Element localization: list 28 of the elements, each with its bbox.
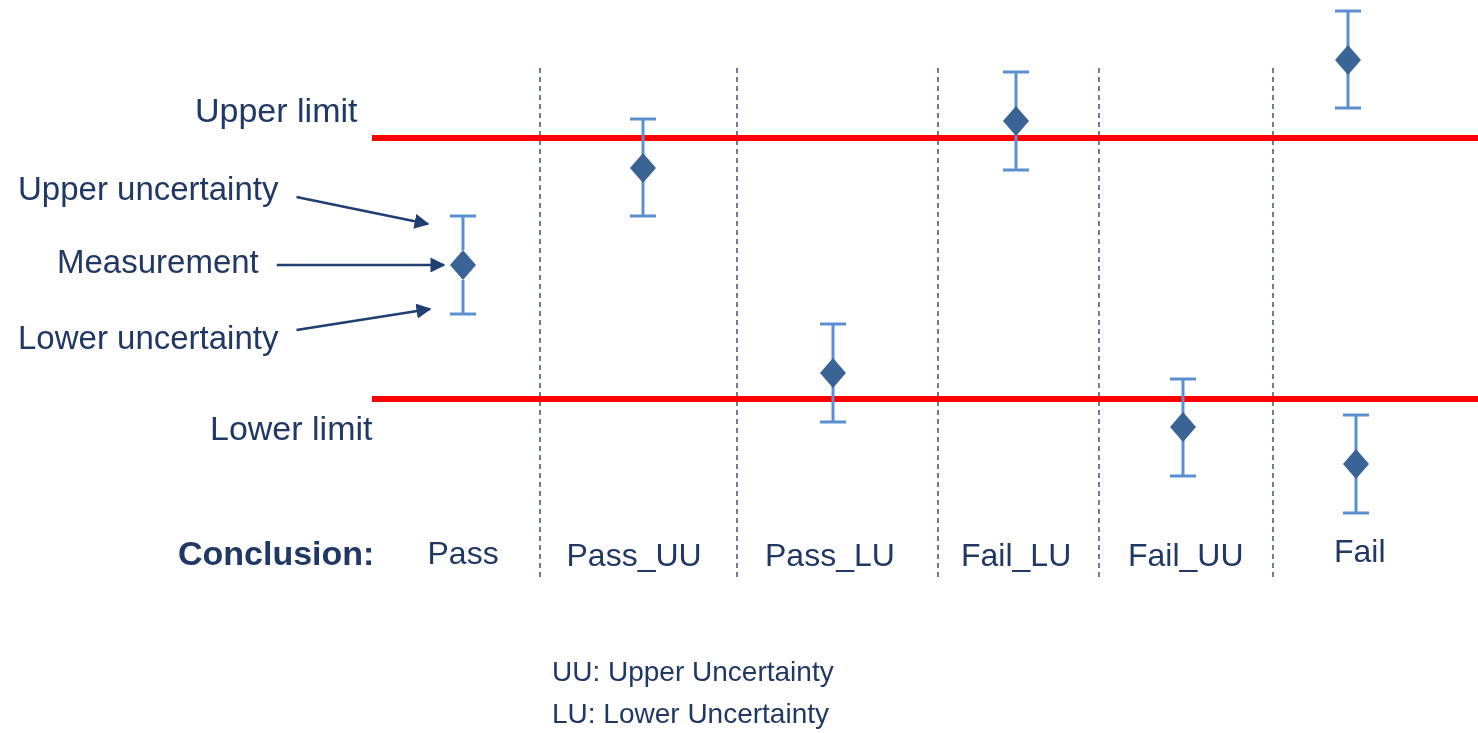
- limit-label: Lower limit: [210, 408, 373, 448]
- conclusion-label: Fail_LU: [961, 536, 1072, 574]
- leader-line: [296, 303, 432, 332]
- measurement-diamond: [820, 358, 846, 388]
- measurement-diamond: [630, 153, 656, 183]
- callout-label: Measurement: [57, 243, 259, 281]
- measurement-diamond: [1003, 106, 1029, 136]
- leader-line: [296, 195, 430, 229]
- conclusion-label: Pass_UU: [566, 536, 702, 574]
- abbreviation-note: UU: Upper Uncertainty: [552, 656, 834, 689]
- limit-label: Upper limit: [195, 90, 358, 130]
- abbreviation-note: LU: Lower Uncertainty: [552, 698, 829, 731]
- callout-label: Upper uncertainty: [18, 170, 279, 208]
- error-bar-cap: [450, 312, 476, 316]
- measurement-diamond: [1170, 412, 1196, 442]
- row-heading: Conclusion:: [178, 533, 375, 573]
- error-bar-cap: [450, 214, 476, 218]
- conclusion-label: Fail: [1334, 532, 1386, 570]
- conclusion-label: Pass_LU: [765, 536, 895, 574]
- measurement-diamond: [450, 250, 476, 280]
- error-bar-line: [461, 216, 465, 250]
- measurement-diamond: [1335, 45, 1361, 75]
- measurement-diamond: [1343, 449, 1369, 479]
- conclusion-label: Pass: [427, 534, 499, 572]
- conclusion-label: Fail_UU: [1128, 536, 1244, 574]
- callout-label: Lower uncertainty: [18, 319, 279, 357]
- error-bar-line: [461, 280, 465, 314]
- leader-line: [276, 257, 446, 273]
